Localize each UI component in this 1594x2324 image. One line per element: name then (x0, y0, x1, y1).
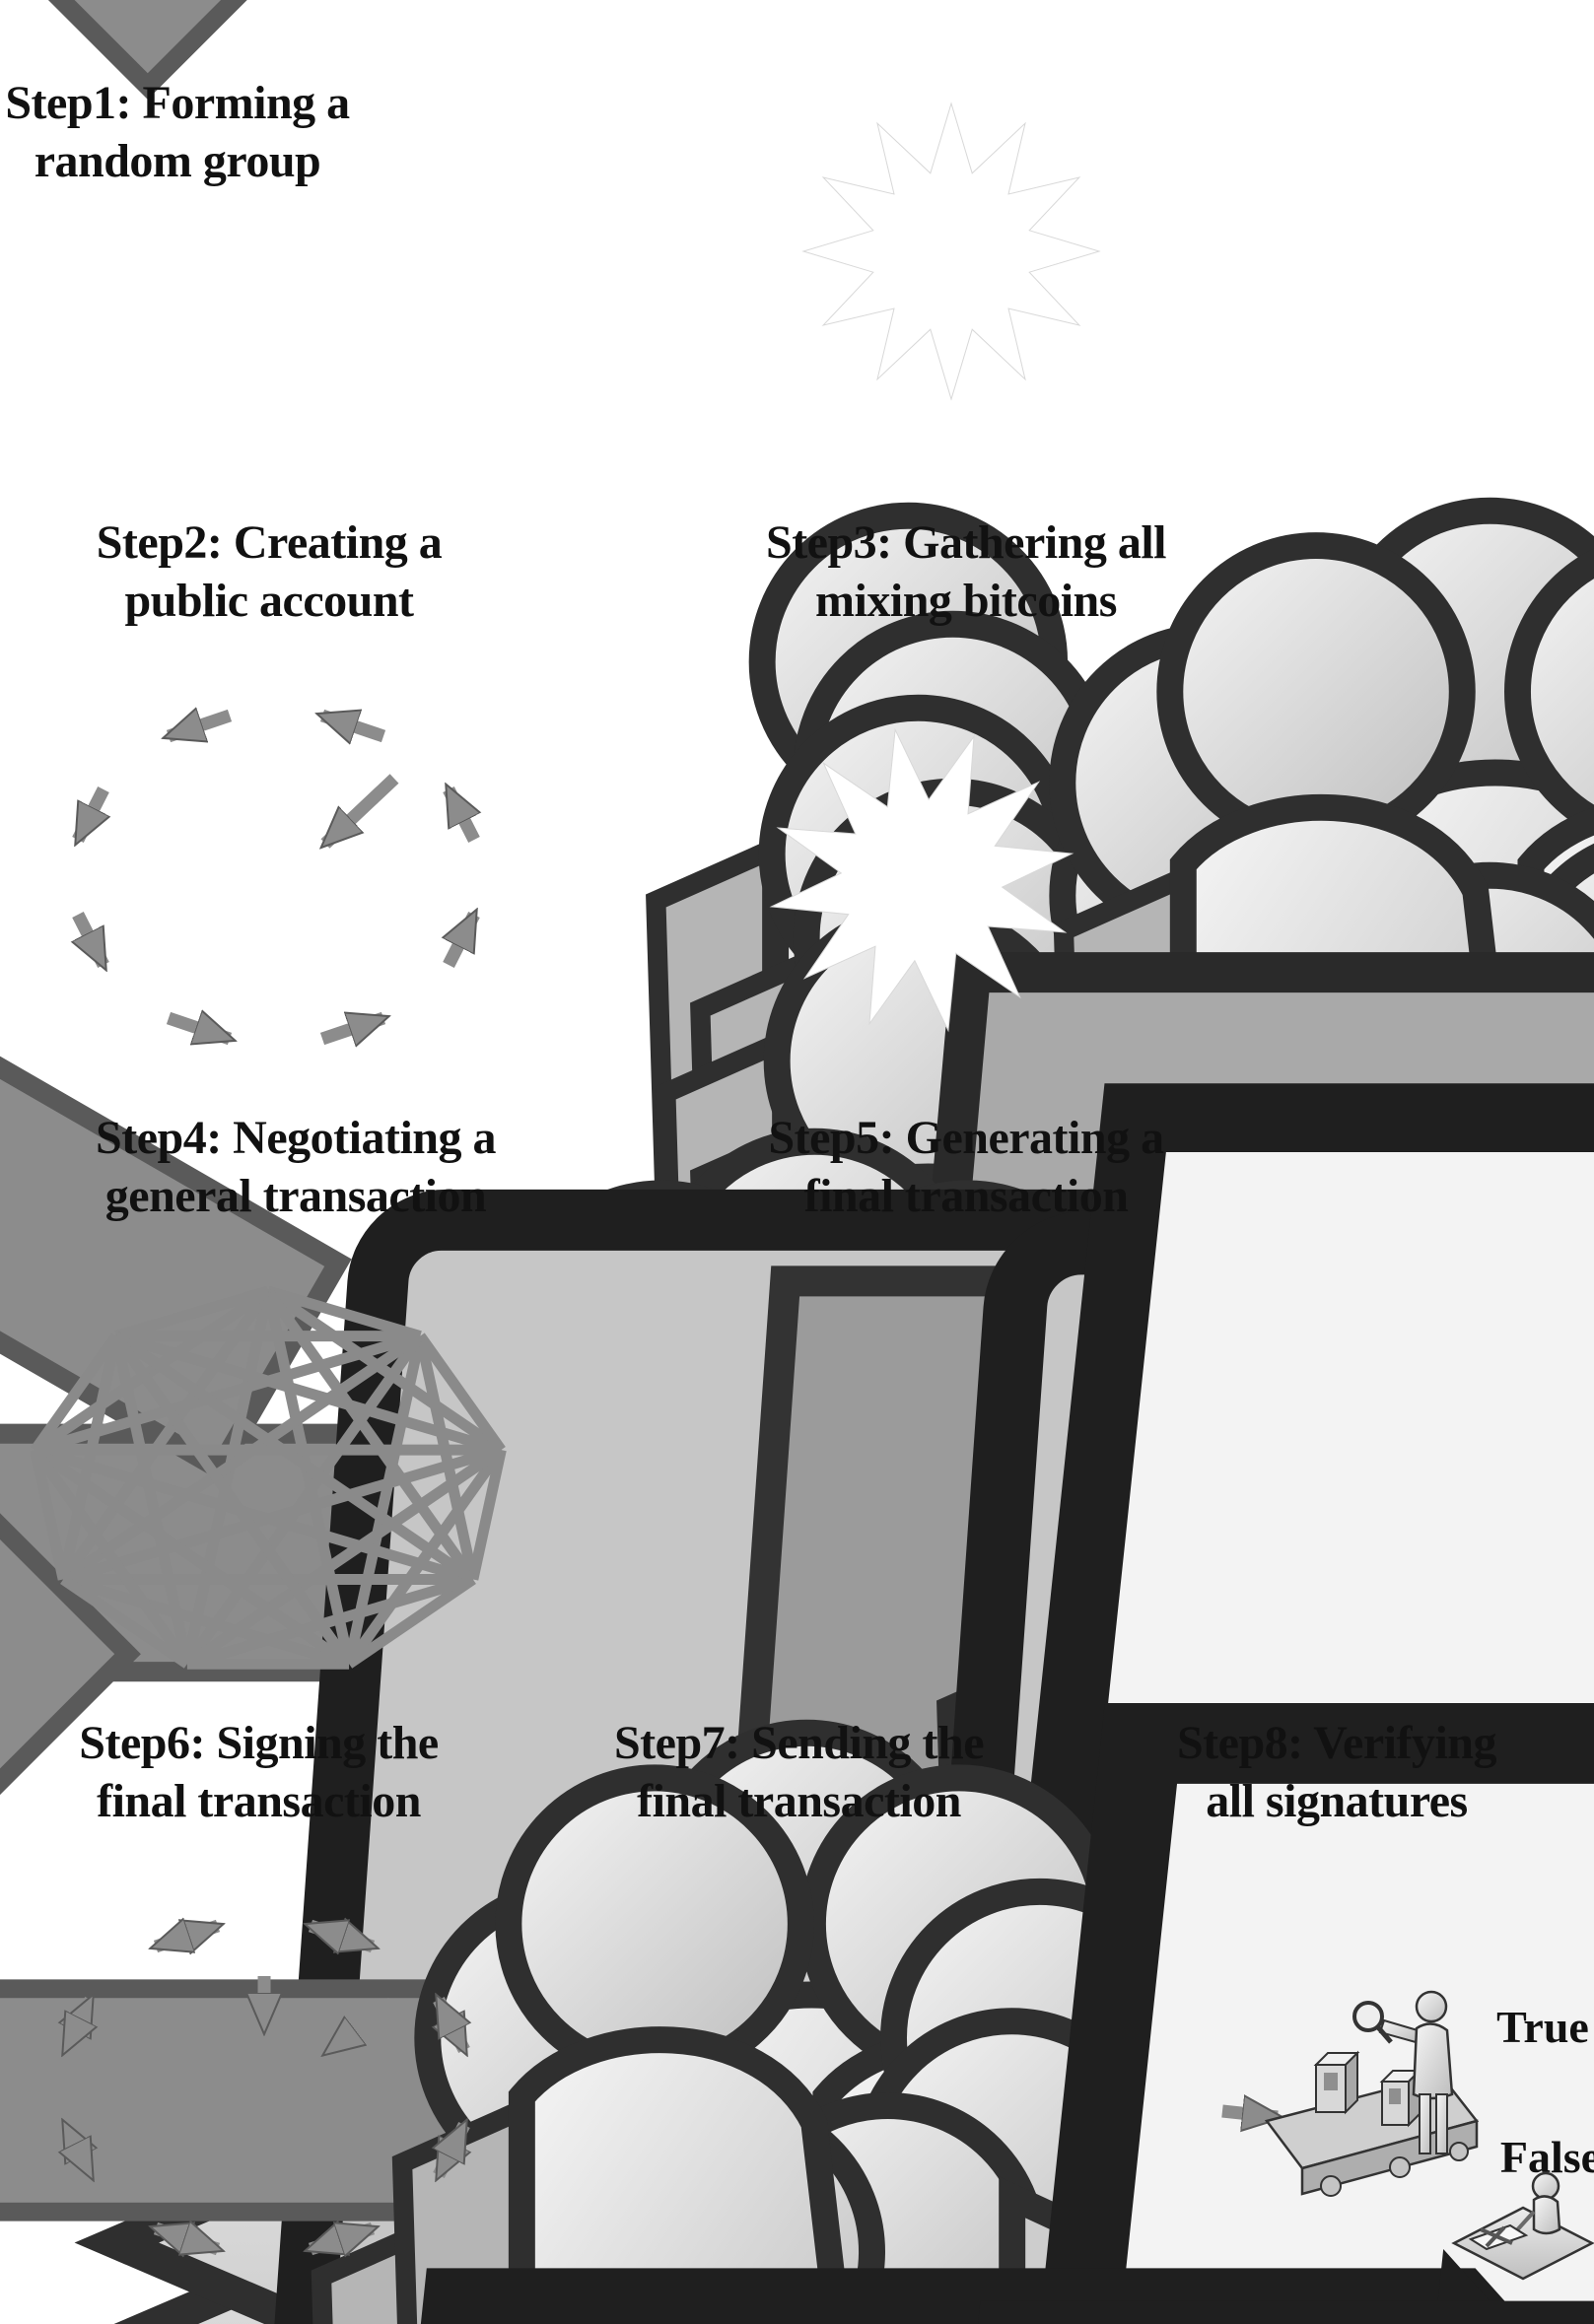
mesh-link (114, 1331, 503, 1456)
step1-title-line2: random group (34, 134, 321, 187)
step1-title-line1: Step1: Forming a (5, 77, 350, 129)
step2-flow-arrows (78, 716, 474, 1039)
step8-title-line1: Step8: Verifying (1176, 1717, 1497, 1769)
step6-title-line1: Step6: Signing the (79, 1717, 439, 1769)
magnifier-icon (1352, 2001, 1393, 2044)
mesh-link (181, 1289, 274, 1666)
mesh-link (31, 1333, 121, 1454)
mesh-link (415, 1333, 506, 1454)
false-label: False (1499, 2132, 1594, 2182)
step2-title: Step2: Creating a public account (8, 514, 530, 630)
mesh-link (262, 1289, 355, 1666)
step5-title-line1: Step5: Generating a (768, 1112, 1164, 1164)
true-label: True (1496, 2002, 1589, 2052)
gray-arrow-icon (1221, 2111, 1278, 2117)
step7-title: Step7: Sending the final transaction (520, 1715, 1077, 1830)
step4-title-line1: Step4: Negotiating a (96, 1112, 496, 1164)
step6-flow-arrows (65, 1926, 464, 2249)
step4-illustration (28, 1285, 1594, 2324)
step3-title: Step3: Gathering all mixing bitcoins (646, 514, 1286, 630)
mesh-link (114, 1285, 270, 1341)
mesh-link (414, 1334, 479, 1581)
crossed-document-icon (1468, 2223, 1529, 2251)
step6-title: Step6: Signing the final transaction (0, 1715, 518, 1830)
step8-title-line2: all signatures (1206, 1774, 1468, 1827)
mesh-link (467, 1448, 507, 1581)
step8-illustration (1221, 1990, 1594, 2281)
step4-title: Step4: Negotiating a general transaction (0, 1110, 591, 1225)
mesh-link (182, 1333, 425, 1668)
step2-title-line1: Step2: Creating a (96, 516, 443, 569)
mesh-link (57, 1334, 122, 1581)
step2-illustration (51, 716, 1594, 2324)
step7-title-line2: final transaction (637, 1774, 961, 1827)
mesh-link (344, 1446, 506, 1668)
converging-arrow-icon (1484, 0, 1594, 172)
step7-title-line1: Step7: Sending the (613, 1717, 985, 1769)
step3-title-line1: Step3: Gathering all (766, 516, 1167, 569)
step8-title: Step8: Verifying all signatures (1079, 1715, 1594, 1830)
mesh-link (264, 1286, 505, 1455)
step5-title-line2: final transaction (803, 1169, 1129, 1222)
rejected-signer (1451, 2171, 1594, 2281)
scanner-box-icon (1313, 2050, 1360, 2115)
mesh-link (345, 1574, 476, 1669)
step1-title: Step1: Forming a random group (0, 75, 355, 190)
mesh-link (31, 1446, 192, 1668)
white-burst-shape (801, 102, 1101, 401)
mesh-link (185, 1574, 475, 1670)
mesh-link (60, 1332, 424, 1585)
mesh-link (30, 1448, 69, 1581)
step2-title-line2: public account (124, 574, 414, 627)
mesh-link (112, 1332, 476, 1585)
mesh-link (61, 1444, 503, 1585)
mesh-link (266, 1285, 422, 1341)
mesh-link (34, 1444, 475, 1585)
white-burst-shape (769, 727, 1074, 1033)
step5-title: Step5: Generating a final transaction (646, 1110, 1286, 1225)
step6-illustration (39, 1926, 1594, 2324)
step6-title-line2: final transaction (97, 1774, 421, 1827)
mesh-link (110, 1334, 193, 1666)
verifier-person (1352, 1990, 1454, 2154)
mesh-link (61, 1574, 351, 1670)
step4-mesh-ring (28, 1285, 1594, 2324)
step4-title-line2: general transaction (104, 1169, 487, 1222)
mesh-link (60, 1574, 191, 1669)
step3-title-line2: mixing bitcoins (815, 574, 1117, 627)
mesh-link (111, 1333, 354, 1668)
mesh-link (32, 1286, 272, 1455)
